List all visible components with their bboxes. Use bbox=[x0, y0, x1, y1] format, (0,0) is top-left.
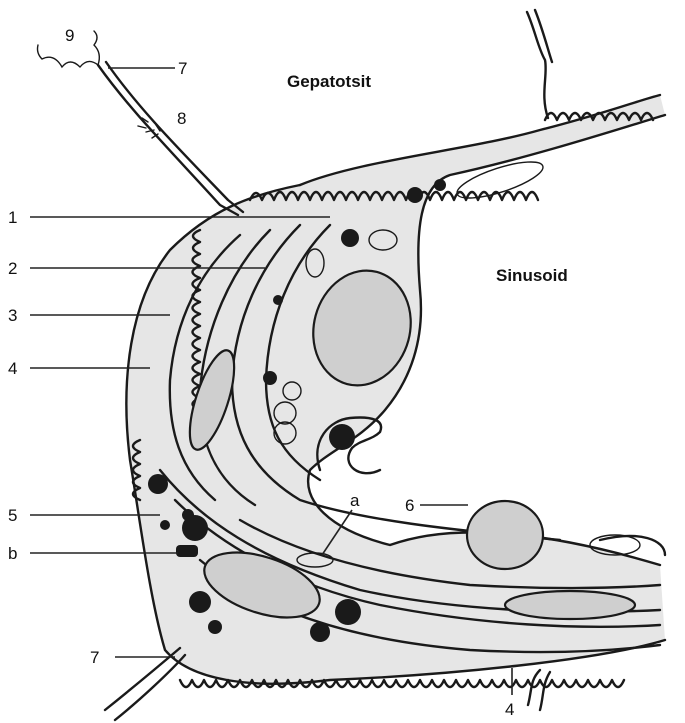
callout-4-bottom: 4 bbox=[505, 700, 514, 719]
callout-9: 9 bbox=[65, 26, 74, 45]
callout-4-left: 4 bbox=[8, 359, 17, 378]
callout-2: 2 bbox=[8, 259, 17, 278]
sinusoid-cell-nucleus bbox=[467, 501, 543, 569]
dark-granule-b bbox=[176, 545, 198, 557]
callout-7-top: 7 bbox=[178, 59, 187, 78]
region-label-sinusoid: Sinusoid bbox=[496, 266, 568, 285]
callout-1: 1 bbox=[8, 208, 17, 227]
callout-5: 5 bbox=[8, 506, 17, 525]
callout-a: a bbox=[350, 491, 360, 510]
callout-3: 3 bbox=[8, 306, 17, 325]
elongated-nucleus-lower-right bbox=[505, 591, 635, 619]
callout-8: 8 bbox=[177, 109, 186, 128]
callout-6: 6 bbox=[405, 496, 414, 515]
callout-b: b bbox=[8, 544, 17, 563]
callout-7-bottom: 7 bbox=[90, 648, 99, 667]
region-label-hepatocyte: Gepatotsit bbox=[287, 72, 371, 91]
